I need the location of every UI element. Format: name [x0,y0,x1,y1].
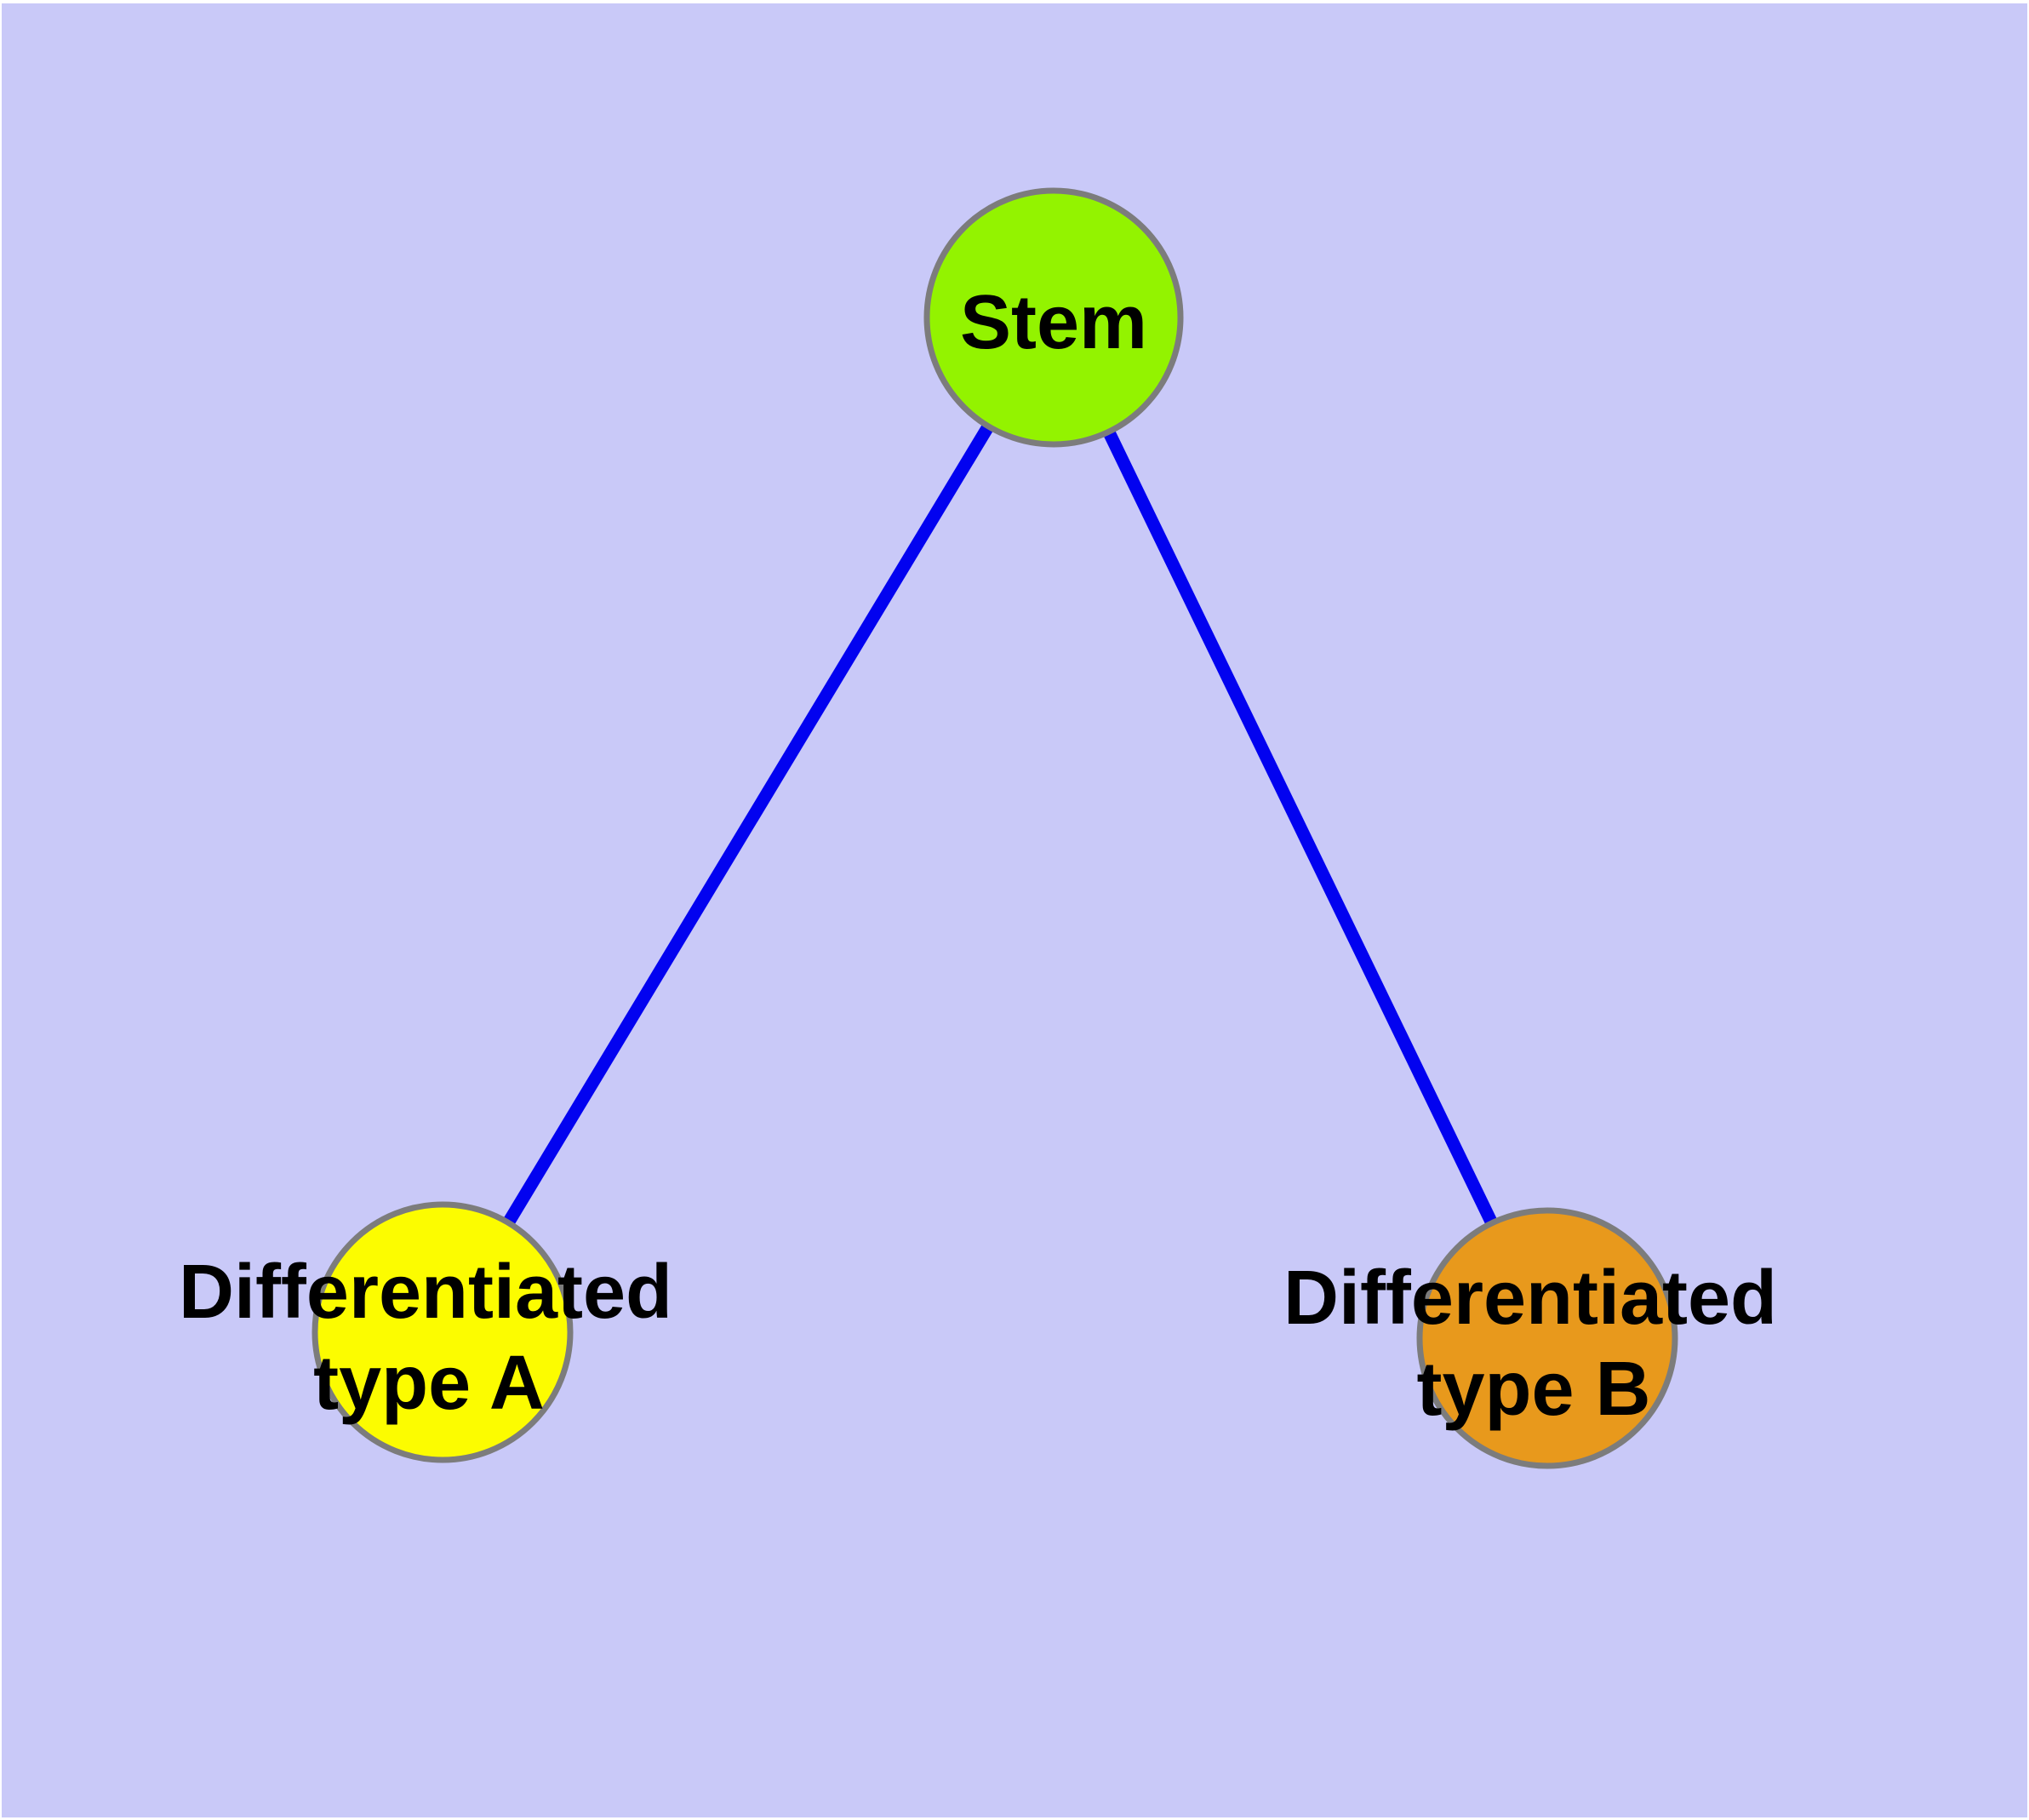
node-stem-label-line1: Stem [960,280,1147,365]
edge-stem-to-type-a [503,425,993,1225]
node-differentiated-type-b-circle [1416,1207,1678,1469]
node-differentiated-type-b-label-line1: Differentiated [1283,1256,1777,1341]
edge-stem-to-type-b [1104,431,1497,1225]
node-differentiated-type-b-label-line2: type B [1416,1347,1650,1432]
node-differentiated-type-a-label-line1: Differentiated [179,1250,672,1335]
node-stem-circle [923,187,1184,448]
node-differentiated-type-a-circle [311,1201,574,1463]
node-differentiated-type-a-label-line2: type A [313,1341,545,1426]
